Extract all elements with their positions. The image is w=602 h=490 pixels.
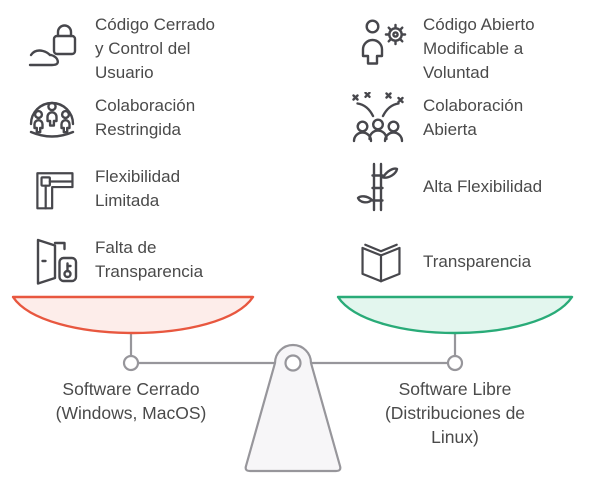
label-line: Modificable a xyxy=(423,39,524,58)
label-line: Flexibilidad xyxy=(95,167,181,186)
label-line: Software Cerrado xyxy=(62,379,200,399)
right-pan-label: Software Libre (Distribuciones de Linux) xyxy=(350,377,560,449)
label-line: Colaboración xyxy=(95,96,196,115)
label-line: Alta Flexibilidad xyxy=(423,177,543,196)
rigid-elbow-icon xyxy=(30,164,78,212)
bamboo-icon xyxy=(354,161,400,213)
label-line: Linux) xyxy=(431,427,479,447)
label-line: Código Cerrado xyxy=(95,15,216,34)
label-line: y Control del xyxy=(95,39,191,58)
people-under-dome-icon xyxy=(26,91,78,143)
right-pan-joint xyxy=(446,354,464,372)
left-pan-label: Software Cerrado (Windows, MacOS) xyxy=(26,377,236,425)
scale-base xyxy=(244,343,342,473)
label-line: Limitada xyxy=(95,191,160,210)
right-scale-pan xyxy=(336,295,574,335)
label-line: Transparencia xyxy=(95,262,204,281)
locked-door-icon xyxy=(29,233,81,285)
left-item-1-label: Código Cerrado y Control del Usuario xyxy=(95,13,215,85)
label-line: Falta de xyxy=(95,238,157,257)
left-item-2-label: Colaboración Restringida xyxy=(95,94,195,142)
right-item-3-label: Alta Flexibilidad xyxy=(423,175,542,199)
label-line: Transparencia xyxy=(423,252,532,271)
label-line: Software Libre xyxy=(398,379,512,399)
person-gear-icon xyxy=(358,16,410,68)
label-line: Abierta xyxy=(423,120,477,139)
label-line: (Windows, MacOS) xyxy=(55,403,207,423)
left-pan-joint xyxy=(122,354,140,372)
left-scale-pan xyxy=(11,295,255,335)
right-item-1-label: Código Abierto Modificable a Voluntad xyxy=(423,13,535,85)
right-item-2-label: Colaboración Abierta xyxy=(423,94,523,142)
label-line: Código Abierto xyxy=(423,15,535,34)
label-line: Usuario xyxy=(95,63,154,82)
scale-pivot-hole xyxy=(284,354,302,372)
open-book-icon xyxy=(357,236,405,284)
lock-on-hand-icon xyxy=(27,21,79,73)
left-item-4-label: Falta de Transparencia xyxy=(95,236,203,284)
scale-frame xyxy=(122,330,464,473)
label-line: Restringida xyxy=(95,120,181,139)
label-line: Colaboración xyxy=(423,96,524,115)
label-line: (Distribuciones de xyxy=(384,403,526,423)
people-celebration-icon xyxy=(352,92,404,144)
label-line: Voluntad xyxy=(423,63,490,82)
left-item-3-label: Flexibilidad Limitada xyxy=(95,165,180,213)
right-item-4-label: Transparencia xyxy=(423,250,531,274)
